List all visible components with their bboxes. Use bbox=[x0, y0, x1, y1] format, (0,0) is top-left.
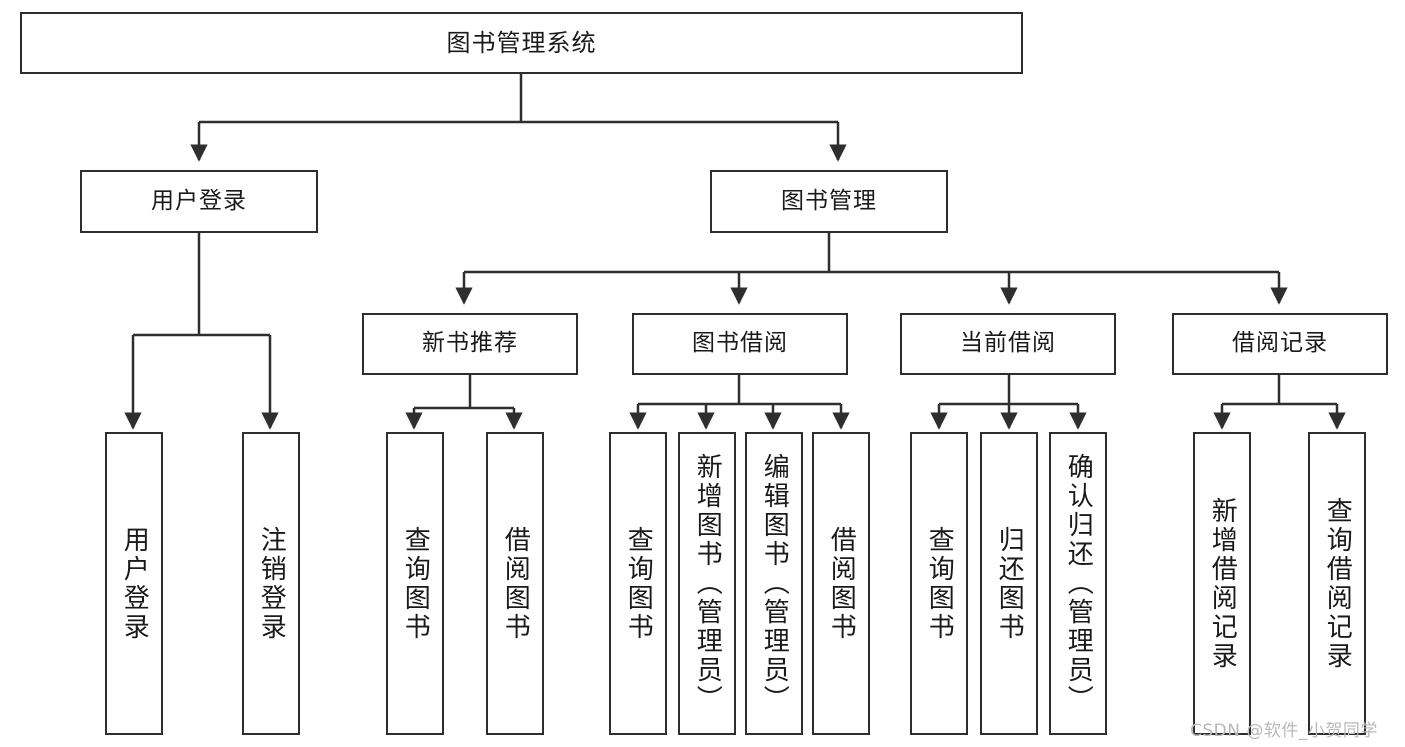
node-label: 编辑图书（管理员） bbox=[759, 453, 790, 714]
leaf-new-book-borrow-book[interactable]: 借阅图书 bbox=[486, 432, 544, 735]
node-label: 查询图书 bbox=[924, 525, 955, 642]
node-label: 查询图书 bbox=[623, 525, 654, 642]
watermark-text: CSDN @软件_小贺同学 bbox=[1190, 721, 1378, 741]
node-book-borrow[interactable]: 图书借阅 bbox=[632, 313, 848, 375]
node-root-book-management-system[interactable]: 图书管理系统 bbox=[20, 12, 1023, 74]
node-label: 查询图书 bbox=[400, 525, 431, 642]
node-label: 用户登录 bbox=[151, 187, 247, 214]
leaf-user-login-login[interactable]: 用户登录 bbox=[105, 432, 163, 735]
node-label: 注销登录 bbox=[256, 525, 287, 642]
leaf-borrow-record-add-record[interactable]: 新增借阅记录 bbox=[1193, 432, 1251, 735]
leaf-book-borrow-borrow-book[interactable]: 借阅图书 bbox=[812, 432, 870, 735]
leaf-current-borrow-confirm-return-admin[interactable]: 确认归还（管理员） bbox=[1049, 432, 1107, 735]
node-label: 新书推荐 bbox=[422, 330, 518, 357]
node-label: 当前借阅 bbox=[960, 330, 1056, 357]
leaf-book-borrow-query-book[interactable]: 查询图书 bbox=[609, 432, 667, 735]
node-label: 图书借阅 bbox=[692, 330, 788, 357]
node-label: 借阅图书 bbox=[500, 525, 531, 642]
leaf-book-borrow-add-book-admin[interactable]: 新增图书（管理员） bbox=[678, 432, 736, 735]
leaf-book-borrow-edit-book-admin[interactable]: 编辑图书（管理员） bbox=[745, 432, 803, 735]
leaf-current-borrow-query-book[interactable]: 查询图书 bbox=[910, 432, 968, 735]
node-current-borrow[interactable]: 当前借阅 bbox=[900, 313, 1116, 375]
node-label: 新增借阅记录 bbox=[1207, 496, 1238, 671]
node-label: 借阅图书 bbox=[826, 525, 857, 642]
leaf-borrow-record-query-record[interactable]: 查询借阅记录 bbox=[1308, 432, 1366, 735]
node-new-book-recommend[interactable]: 新书推荐 bbox=[362, 313, 578, 375]
leaf-new-book-query-book[interactable]: 查询图书 bbox=[386, 432, 444, 735]
node-label: 查询借阅记录 bbox=[1322, 496, 1353, 671]
node-label: 新增图书（管理员） bbox=[692, 453, 723, 714]
node-label: 归还图书 bbox=[994, 525, 1025, 642]
node-label: 确认归还（管理员） bbox=[1063, 453, 1094, 714]
node-user-login[interactable]: 用户登录 bbox=[80, 170, 318, 233]
node-book-management[interactable]: 图书管理 bbox=[710, 170, 948, 233]
node-label: 图书管理系统 bbox=[446, 28, 597, 57]
leaf-user-login-logout[interactable]: 注销登录 bbox=[242, 432, 300, 735]
node-label: 图书管理 bbox=[781, 187, 877, 214]
leaf-current-borrow-return-book[interactable]: 归还图书 bbox=[980, 432, 1038, 735]
node-label: 用户登录 bbox=[119, 525, 150, 642]
node-borrow-record[interactable]: 借阅记录 bbox=[1172, 313, 1388, 375]
node-label: 借阅记录 bbox=[1232, 330, 1328, 357]
